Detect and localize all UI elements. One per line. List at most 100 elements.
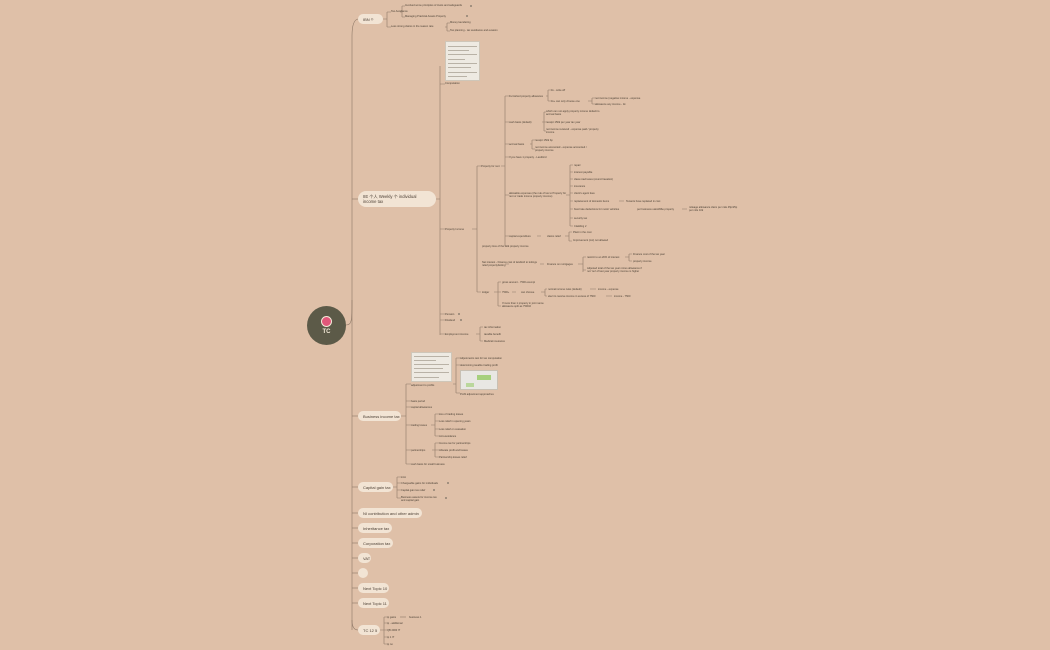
branch-next-topic-10[interactable]: Next Topic 10 (358, 583, 389, 593)
expense-item[interactable]: interest payable (574, 171, 593, 174)
ibn-less-strong[interactable]: Less strong claims in the reason rate (391, 25, 434, 28)
partnerships[interactable]: partnerships (411, 449, 426, 452)
dividend[interactable]: Dividend (445, 319, 456, 322)
emp-benefit[interactable]: taxable benefit (484, 333, 501, 336)
tc12-item[interactable]: tp no (387, 643, 393, 646)
ibn-managing[interactable]: Managing Practical Assets Property (405, 15, 446, 18)
expense-item[interactable]: replacement of domestic items (574, 200, 610, 203)
trading-loss-item[interactable]: Loss relief in opening years (439, 420, 471, 423)
fa-allowance[interactable]: allowance any income - 1k (595, 103, 626, 106)
trading-loss-item[interactable]: Anti-avoidance (439, 435, 457, 438)
lodger-7500[interactable]: 7500+ (502, 291, 510, 294)
partnership-item[interactable]: Allocate profit and losses (439, 449, 468, 452)
expense-item[interactable]: fixed rate deductions for motor vehicles (574, 208, 620, 211)
tc12-item[interactable]: QB 2000 IT (387, 629, 401, 632)
lodger-income-7500[interactable]: income - 7500 (614, 295, 631, 298)
branch-capital-gain-tax[interactable]: Capital gain tax (358, 482, 393, 492)
ibn-trusts[interactable]: Involved some principles of trusts and s… (405, 4, 462, 7)
partnership-item[interactable]: Partnership losses relief (439, 456, 467, 459)
branch-ibn[interactable]: IBN ◎ (358, 14, 383, 24)
lodger-normal[interactable]: normal income rules (default) (548, 288, 582, 291)
accrual-2[interactable]: net income accounted - expense accounted… (535, 146, 587, 152)
lodger-joint[interactable]: If more than 1 property in joint name al… (502, 302, 544, 308)
adjustment-to-profits[interactable]: adjustment to profits (411, 384, 435, 387)
finance-adjusted[interactable]: Adjusted total of the tax year minus all… (587, 267, 642, 273)
tc12-item[interactable]: tp 1 IT (387, 636, 395, 639)
cgt-relief[interactable]: Capital gain tax relief (401, 489, 426, 492)
profit-adjustment-screenshot[interactable] (460, 370, 498, 390)
adj-approaches[interactable]: Profit adjustment approaches (460, 393, 494, 396)
expense-business-use[interactable]: per business use of the property (637, 208, 675, 211)
finance-mortgages[interactable]: Finance on mortgages (547, 263, 573, 266)
expense-item[interactable]: client's agent fees (574, 192, 595, 195)
cgt-business-assets[interactable]: Business assets for income tax and capit… (401, 496, 437, 502)
ibn-tax-avoidance[interactable]: Tax Avoidance (391, 10, 408, 13)
property-income[interactable]: Property Income (445, 228, 465, 231)
expense-replaced[interactable]: Tenants have replaced in cost (626, 200, 661, 203)
branch-corporation-tax[interactable]: Corporation tax (358, 538, 393, 548)
trading-losses[interactable]: trading losses (411, 424, 428, 427)
expense-item[interactable]: repair (574, 164, 581, 167)
furnished-allowance[interactable]: Furnished property allowance (509, 95, 544, 98)
cgt-intro[interactable]: intro (401, 476, 407, 479)
lodger[interactable]: lodger (482, 291, 490, 294)
capital-plant[interactable]: Plant in the cost (573, 231, 592, 234)
employment-income[interactable]: Employment income (445, 333, 469, 336)
emp-tax-info[interactable]: tax information (484, 326, 502, 329)
capital-expenditure[interactable]: capital expenditure (509, 235, 531, 238)
allowable-expenses[interactable]: allowable expenses (the rule of tax to P… (509, 192, 567, 198)
landlord[interactable]: If you have 1 property - Landlord (509, 156, 547, 159)
partnership-item[interactable]: Income tax for partnerships (439, 442, 471, 445)
cash-basis[interactable]: cash basis (default) (509, 121, 532, 124)
trading-loss-item[interactable]: Loss relief on cessation (439, 428, 467, 431)
root-node[interactable]: TC (307, 306, 346, 345)
capital-improvement[interactable]: Improvement (not) not allowed (573, 239, 609, 242)
lodger-income-expense[interactable]: income - expense (598, 288, 619, 291)
cash-3[interactable]: net income received - expense paid / pro… (546, 128, 599, 134)
cgt-chargeable[interactable]: Chargeable gains for individuals (401, 482, 438, 485)
computation-screenshot[interactable] (445, 41, 480, 81)
property-loss[interactable]: property loss of the rent property incom… (482, 245, 529, 248)
pension[interactable]: Pension (445, 313, 455, 316)
tc12-item[interactable]: business 1 (409, 616, 422, 619)
adj-determining[interactable]: determining taxable trading profit (460, 364, 498, 367)
basis-period[interactable]: basis period (411, 400, 425, 403)
cash-basis-small[interactable]: cash basis for small business (411, 463, 445, 466)
branch-inheritance-tax[interactable]: Inheritance tax (358, 523, 392, 533)
branch-tc-12[interactable]: TC 12 5 (358, 625, 380, 635)
ibn-money-laundering[interactable]: Money laundering (450, 21, 471, 24)
accrual-1[interactable]: receipt 150k bp (535, 139, 553, 142)
branch-ni-contribution[interactable]: NI contribution and other admin (358, 508, 422, 518)
cash-1[interactable]: which can not apply property income defa… (546, 110, 600, 116)
expense-mileage[interactable]: mileage allowance claim per mile 45p/25p… (689, 206, 738, 212)
trading-loss-item[interactable]: loss of trading losses (439, 413, 464, 416)
accrual-basis[interactable]: accrual basis (509, 143, 525, 146)
lodger-choose[interactable]: can choose (521, 291, 535, 294)
lodger-exempt[interactable]: gross amount - 7500 exempt (502, 281, 536, 284)
tc12-item[interactable]: tp - additional (387, 622, 403, 625)
adjustment-screenshot[interactable] (411, 352, 452, 382)
branch-income-tax[interactable]: IIE 个人 Weekly 个 individual income tax (358, 191, 436, 207)
expense-item[interactable]: Cladding 2 (574, 225, 587, 228)
expense-item[interactable]: security tax (574, 217, 588, 220)
finance-property-income[interactable]: property income (633, 260, 652, 263)
ibn-tax-planning[interactable]: Tax planning - tax avoidance and evasion (450, 29, 498, 32)
tc12-item[interactable]: tp gains (387, 616, 397, 619)
fa-choose-one[interactable]: 1k+ can only choose one (551, 100, 580, 103)
expense-item[interactable]: class road taxes (council taxation) (574, 178, 614, 181)
expense-item[interactable]: insurance (574, 185, 586, 188)
finance-cost-year[interactable]: Finance cost of the tax year (633, 253, 665, 256)
adj-computation[interactable]: Adjustments test for tax computation (460, 357, 502, 360)
computation-label[interactable]: Computation (445, 82, 460, 85)
branch-vat[interactable]: VAT (358, 553, 371, 563)
fa-write-off[interactable]: 1k - write off (551, 89, 566, 92)
capital-relief[interactable]: claims relief (547, 235, 561, 238)
finance-cost[interactable]: Net interest - Finance cost of landlord … (482, 261, 537, 267)
cash-2[interactable]: receipt 150k per year tax year (546, 121, 581, 124)
branch-business-income-tax[interactable]: Business income tax (358, 411, 401, 421)
emp-medical[interactable]: Medical insurance (484, 340, 505, 343)
branch-empty[interactable] (358, 568, 368, 578)
property-for-rent[interactable]: Property for rent (481, 165, 500, 168)
fa-net-income[interactable]: net income (negative income - expense (595, 97, 641, 100)
capital-allowances[interactable]: capital allowances (411, 406, 433, 409)
